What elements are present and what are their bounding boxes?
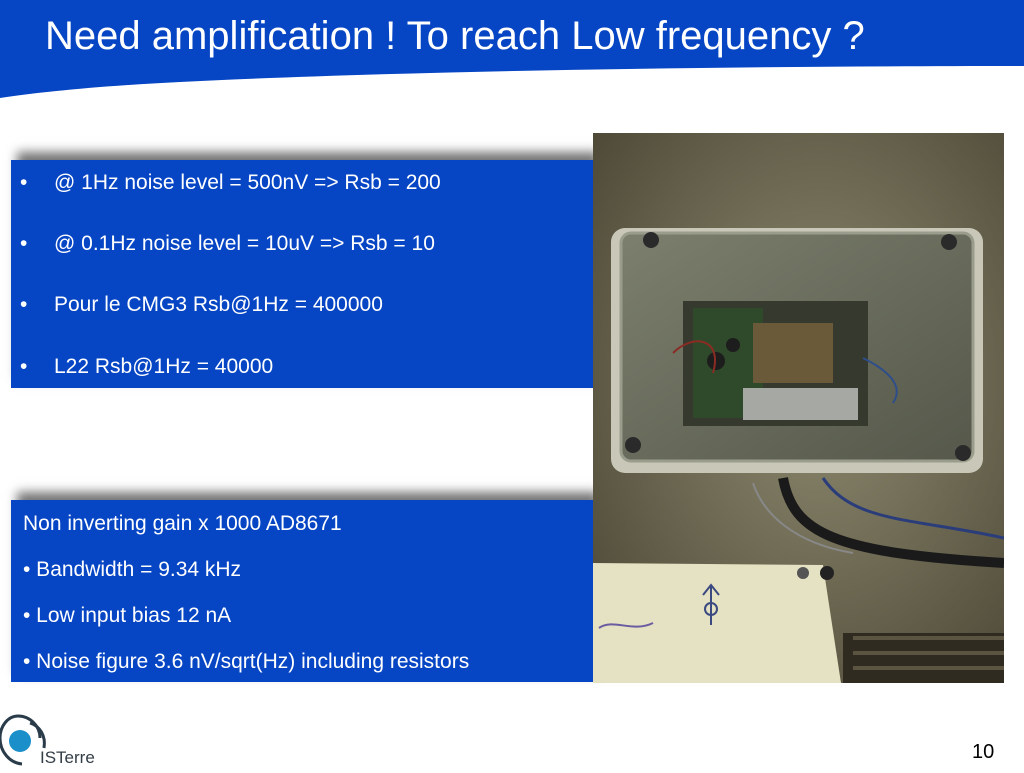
- logo-text: ISTerre: [40, 748, 95, 767]
- bullet-text: @ 1Hz noise level = 500nV => Rsb = 200: [54, 171, 441, 194]
- isterre-logo: [0, 708, 110, 768]
- spec-line: • Noise figure 3.6 nV/sqrt(Hz) including…: [23, 650, 470, 673]
- page-number: 10: [972, 741, 995, 763]
- noise-bullets-panel: • @ 1Hz noise level = 500nV => Rsb = 200…: [11, 160, 593, 388]
- bullet-marker: •: [20, 355, 28, 378]
- title-banner-shape: [0, 0, 1024, 98]
- amplifier-specs-panel: Non inverting gain x 1000 AD8671 • Bandw…: [11, 500, 593, 682]
- title-banner: Need amplification ! To reach Low freque…: [0, 0, 1024, 100]
- bullet-marker: •: [20, 171, 28, 194]
- spec-heading: Non inverting gain x 1000 AD8671: [23, 512, 342, 535]
- bullet-marker: •: [20, 293, 28, 316]
- isterre-logo-icon: [0, 714, 46, 766]
- bullet-marker: •: [20, 232, 28, 255]
- bullet-text: Pour le CMG3 Rsb@1Hz = 400000: [54, 293, 383, 316]
- spec-line: • Low input bias 12 nA: [23, 604, 232, 627]
- bullet-text: L22 Rsb@1Hz = 40000: [54, 355, 274, 378]
- slide-title: Need amplification ! To reach Low freque…: [45, 14, 865, 58]
- spec-line: • Bandwidth = 9.34 kHz: [23, 558, 242, 581]
- amplifier-box-photo: [593, 133, 1005, 683]
- bullet-text: @ 0.1Hz noise level = 10uV => Rsb = 10: [54, 232, 435, 255]
- amplifier-box-photo-drawing: [593, 133, 1005, 683]
